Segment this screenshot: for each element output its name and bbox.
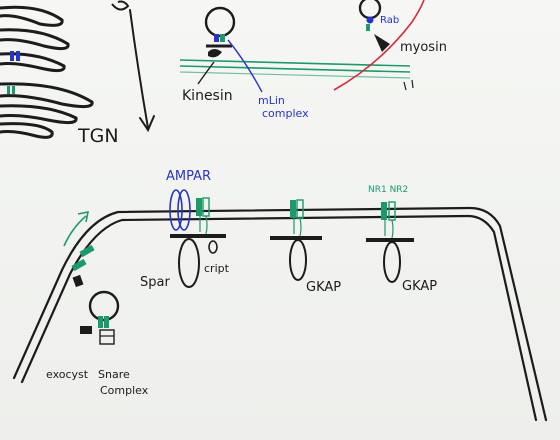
gkap-label-2: GKAP [402,279,437,294]
top-scribble [111,0,130,11]
microtubule [179,59,411,79]
snare-label-1: Snare [98,368,130,381]
cript-label: cript [204,262,230,275]
rab-label: Rab [380,15,399,26]
tgn-label: TGN [77,125,119,147]
nmda-complex [366,201,414,283]
insertion-arrow [63,215,87,247]
exocytosis-vesicle [80,290,120,345]
plasma-membrane [12,206,548,422]
kinesin-label: Kinesin [182,88,233,104]
gkap-complex-1 [270,199,322,281]
myosin-vesicle [358,0,390,52]
myosin-marks [403,79,414,91]
mlin-pointer [227,39,263,93]
spar-label: Spar [140,275,170,290]
actin-filament [333,0,425,91]
exocyst-label: exocyst [46,368,89,381]
kinesin-vesicle [204,6,236,58]
tgn-receptors [7,51,20,94]
ampar-complex [169,189,226,288]
nr1-nr2-label: NR1 NR2 [368,185,408,195]
membrane-inserted-receptors [71,244,95,288]
kinesin-pointer [197,61,215,85]
myosin-label: myosin [400,40,447,55]
tgn-stack [0,5,94,139]
insertion-arrowhead [77,210,90,223]
gkap-label-1: GKAP [306,280,341,295]
transport-arrow [129,9,155,133]
snare-label-2: Complex [100,384,149,397]
mlin-label-2: complex [262,107,309,120]
mlin-label-1: mLin [258,94,285,107]
ampar-label: AMPAR [166,169,211,184]
